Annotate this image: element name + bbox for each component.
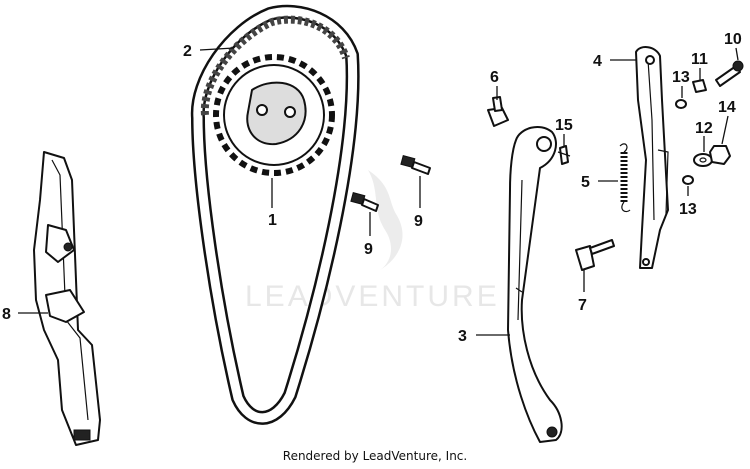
callout-3: 3 bbox=[458, 328, 467, 345]
callouts: 1 2 3 4 5 6 7 8 9 9 10 11 12 13 13 14 15 bbox=[2, 31, 742, 345]
part-5-tensioner-spring[interactable] bbox=[619, 143, 631, 213]
part-11-nut[interactable] bbox=[692, 79, 707, 93]
part-10-bolt[interactable] bbox=[715, 60, 744, 87]
part-1-cam-sprocket[interactable] bbox=[213, 54, 335, 176]
footer-credit: Rendered by LeadVenture, Inc. bbox=[282, 449, 468, 463]
callout-6: 6 bbox=[490, 69, 499, 86]
part-3-tensioner-arm[interactable] bbox=[507, 125, 563, 443]
callout-9-lower: 9 bbox=[364, 241, 373, 258]
part-4-tensioner-holder[interactable] bbox=[635, 46, 669, 269]
callout-15: 15 bbox=[555, 117, 573, 134]
leader-lines bbox=[18, 47, 739, 336]
callout-13-upper: 13 bbox=[672, 69, 690, 86]
callout-14: 14 bbox=[718, 99, 736, 116]
watermark-text: LEADVENTURE bbox=[245, 280, 500, 313]
callout-9-upper: 9 bbox=[414, 213, 423, 230]
part-14-nut[interactable] bbox=[709, 145, 731, 165]
part-2-cam-chain[interactable] bbox=[190, 4, 360, 425]
part-9-bolt-lower[interactable] bbox=[350, 191, 379, 212]
part-8-chain-guide[interactable] bbox=[33, 151, 101, 446]
callout-5: 5 bbox=[581, 174, 590, 191]
callout-4: 4 bbox=[593, 53, 602, 70]
watermark: LEADVENTURE bbox=[245, 170, 500, 313]
callout-12: 12 bbox=[695, 120, 713, 137]
callout-11: 11 bbox=[691, 51, 708, 68]
part-6-pivot-bolt[interactable] bbox=[487, 96, 509, 127]
callout-1: 1 bbox=[268, 212, 277, 229]
part-7-push-rod[interactable] bbox=[575, 239, 615, 271]
callout-8: 8 bbox=[2, 306, 11, 323]
part-13-washer-lower[interactable] bbox=[682, 175, 694, 185]
callout-2: 2 bbox=[183, 43, 192, 60]
part-12-washer[interactable] bbox=[693, 153, 713, 167]
callout-10: 10 bbox=[724, 31, 742, 48]
part-15-clip[interactable] bbox=[557, 145, 571, 165]
part-13-washer-upper[interactable] bbox=[675, 99, 687, 109]
callout-7: 7 bbox=[578, 297, 587, 314]
callout-13-lower: 13 bbox=[679, 201, 697, 218]
part-9-bolt-upper[interactable] bbox=[400, 154, 431, 175]
